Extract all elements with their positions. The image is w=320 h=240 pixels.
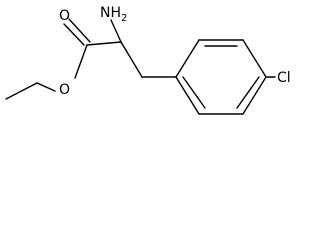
ring-bond-4: [242, 76, 267, 115]
atom-label-amino-subscript: 2: [121, 13, 127, 24]
bond-carbonyl-double-a: [63, 23, 85, 46]
bond-carbonyl-double-b: [68, 18, 91, 43]
atom-label-amino-group: NH2: [100, 5, 127, 24]
ring-bond-3: [242, 39, 267, 78]
bond-alpha-amino: [110, 19, 122, 43]
bond-carbonyl-alpha: [86, 41, 122, 46]
ring-bond-1: [175, 39, 200, 78]
bond-alpha-ch2: [120, 41, 143, 78]
ring-inner-double-3: [182, 76, 206, 109]
bond-o-carbonyl-carbon: [74, 44, 88, 79]
bond-ethyl-ch3-ch2: [5, 82, 38, 100]
atom-label-chlorine: Cl: [277, 70, 291, 86]
bond-ethyl-ch2-o: [36, 82, 56, 92]
atom-label-ester-oxygen: O: [59, 82, 70, 98]
atom-label-amino-main: NH: [100, 5, 121, 21]
ring-bond-6: [175, 76, 200, 115]
ethyl-2-amino-3-chlorophenylpropanoate-structure: O O NH2 Cl: [5, 5, 291, 115]
atom-label-carbonyl-oxygen: O: [59, 8, 70, 24]
ring-inner-double-2: [236, 76, 260, 109]
